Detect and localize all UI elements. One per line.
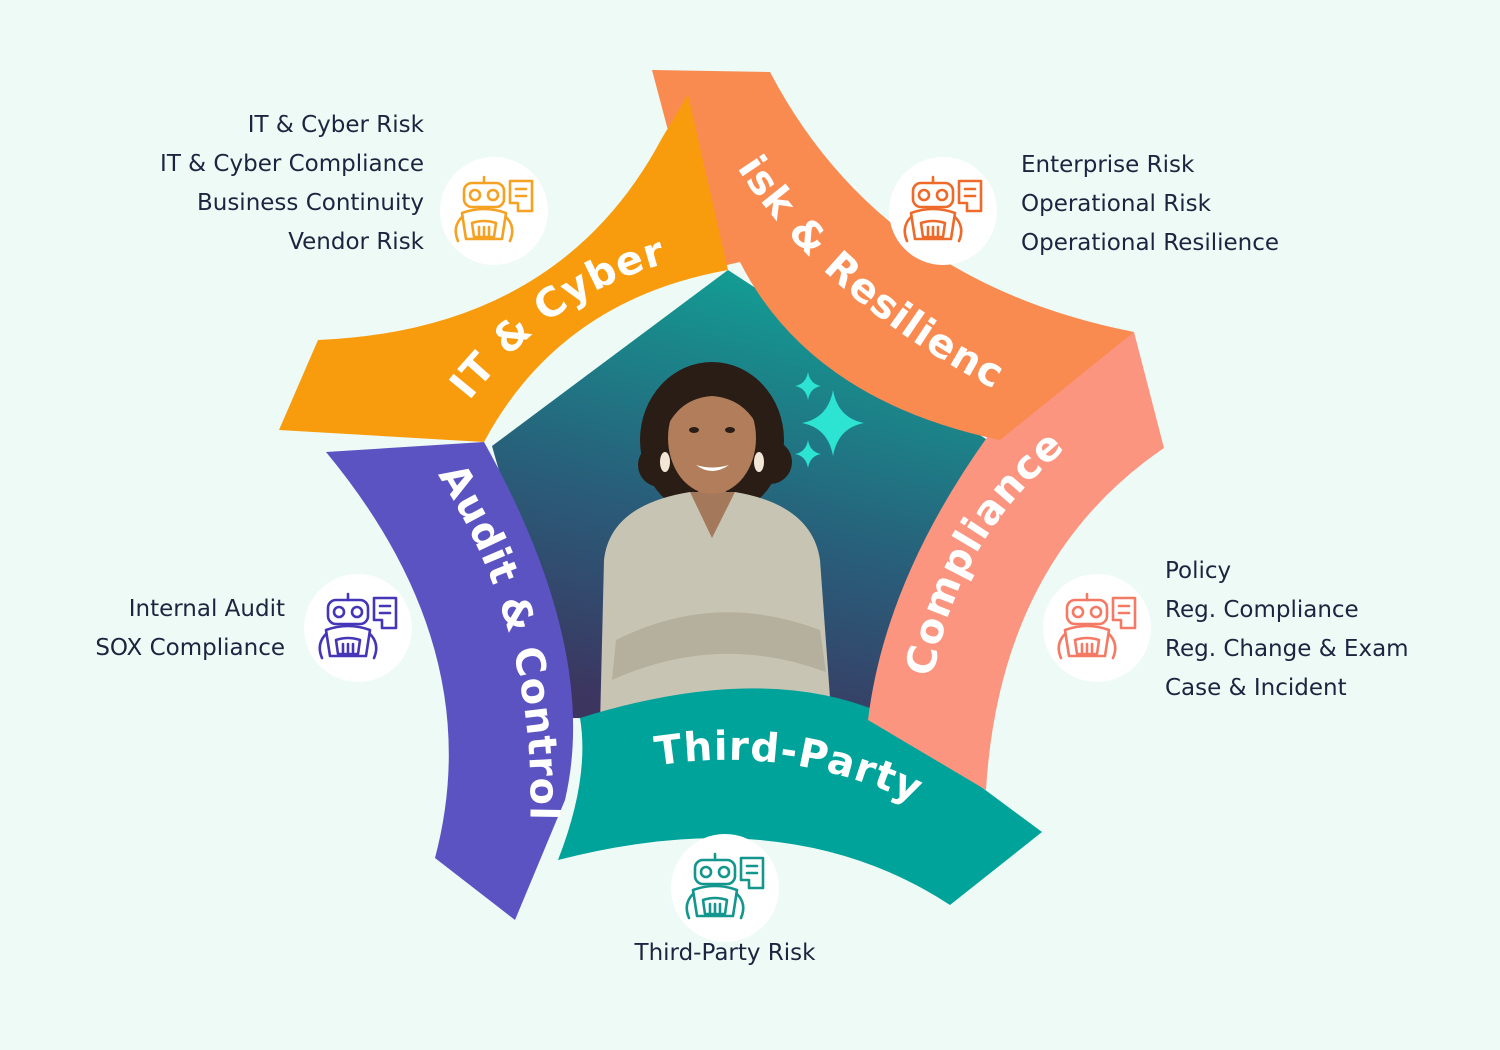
list-item: Operational Resilience	[1021, 230, 1280, 256]
robot-assistant-icon-risk-resilience	[889, 157, 997, 265]
list-item: IT & Cyber Compliance	[160, 151, 424, 177]
list-item: IT & Cyber Risk	[247, 112, 424, 138]
segment-audit-controls[interactable]	[326, 442, 574, 920]
segment-compliance[interactable]	[868, 332, 1164, 790]
item-list-compliance: Policy Reg. Compliance Reg. Change & Exa…	[1165, 552, 1409, 708]
list-item: Reg. Change & Exam	[1165, 636, 1409, 662]
list-item: Policy	[1165, 558, 1232, 584]
list-item: Enterprise Risk	[1021, 152, 1195, 178]
list-item: Case & Incident	[1165, 675, 1347, 701]
robot-assistant-icon-it-cyber	[440, 157, 548, 265]
list-item: Reg. Compliance	[1165, 597, 1359, 623]
segment-it-cyber[interactable]	[279, 95, 728, 442]
list-item: Third-Party Risk	[634, 940, 816, 966]
robot-assistant-icon-compliance	[1043, 574, 1151, 682]
robot-assistant-icon-third-party	[671, 834, 779, 942]
item-list-it-cyber: IT & Cyber Risk IT & Cyber Compliance Bu…	[160, 106, 424, 262]
sparkle-icon	[795, 372, 864, 468]
portrait-person	[600, 362, 832, 720]
list-item: SOX Compliance	[95, 635, 285, 661]
list-item: Operational Risk	[1021, 191, 1211, 217]
robot-assistant-icon-audit-controls	[304, 574, 412, 682]
list-item: Internal Audit	[128, 596, 285, 622]
item-list-third-party: Third-Party Risk	[560, 934, 890, 973]
list-item: Vendor Risk	[288, 229, 424, 255]
item-list-audit-controls: Internal Audit SOX Compliance	[95, 590, 285, 668]
item-list-risk-resilience: Enterprise Risk Operational Risk Operati…	[1021, 146, 1279, 263]
segment-risk-resilience[interactable]	[652, 70, 1134, 440]
list-item: Business Continuity	[196, 190, 424, 216]
